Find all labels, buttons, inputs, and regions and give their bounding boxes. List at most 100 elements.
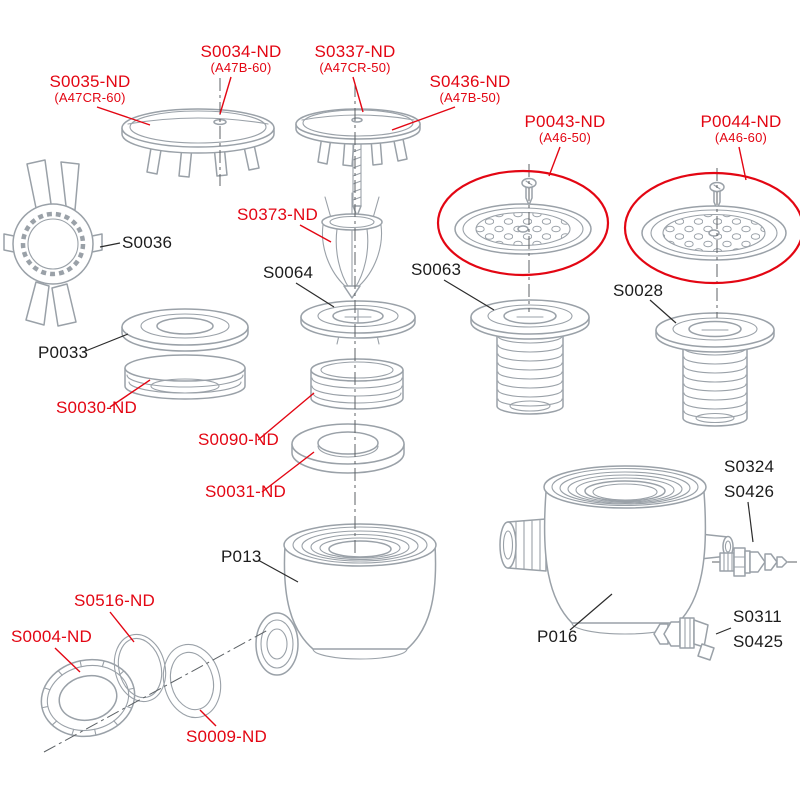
label-s0030: S0030-ND <box>56 398 137 417</box>
label-s0436-code: S0436-ND <box>429 72 511 91</box>
label-s0373-code: S0373-ND <box>237 205 318 224</box>
label-s0063-code: S0063 <box>411 260 462 279</box>
part-elbow-connector <box>653 617 715 661</box>
leader-s0004 <box>54 647 81 673</box>
label-s0004-code: S0004-ND <box>11 627 92 646</box>
label-p0044-code: P0044-ND <box>700 112 782 131</box>
leader-p013 <box>257 559 299 583</box>
leader-s0036 <box>99 242 121 248</box>
label-s0426-code: S0426 <box>724 482 775 501</box>
label-s0373: S0373-ND <box>237 205 318 224</box>
label-s0035-code: S0035-ND <box>49 72 131 91</box>
part-cover-cap-50 <box>295 108 421 217</box>
label-s0028: S0028 <box>613 281 663 300</box>
part-washer-s0031 <box>291 423 405 474</box>
part-strainer-basket <box>321 192 383 299</box>
label-s0031-code: S0031-ND <box>205 482 286 501</box>
label-p016: P016 <box>537 627 578 646</box>
leader-s0009 <box>199 709 217 727</box>
label-s0030-code: S0030-ND <box>56 398 137 417</box>
leader-p0043 <box>548 146 561 177</box>
label-s0063: S0063 <box>411 260 461 279</box>
leader-p0044 <box>738 146 747 181</box>
part-install-wrench <box>3 159 103 327</box>
leader-p0033 <box>82 333 129 353</box>
label-p0033-code: P0033 <box>38 343 89 362</box>
label-s0436: S0436-ND (A47B-50) <box>430 72 511 106</box>
leader-s0063 <box>443 279 495 311</box>
leader-lines <box>54 76 754 727</box>
part-locknut-s0090 <box>310 358 404 410</box>
center-axes <box>43 78 718 753</box>
highlight-ellipse-grate-50 <box>436 169 610 277</box>
label-s0009: S0009-ND <box>186 727 267 746</box>
part-body-p016 <box>499 465 734 635</box>
part-grate-50 <box>454 177 592 255</box>
label-s0031: S0031-ND <box>205 482 286 501</box>
leader-s0436 <box>391 106 456 131</box>
leader-s0337 <box>352 76 364 113</box>
part-hose-connector <box>712 547 798 577</box>
label-p0043-code: P0043-ND <box>524 112 606 131</box>
leader-s0031 <box>261 451 315 493</box>
label-s0426: S0426 <box>724 482 774 501</box>
label-s0004: S0004-ND <box>11 627 92 646</box>
label-s0035: S0035-ND (A47CR-60) <box>50 72 131 106</box>
label-s0337: S0337-ND (A47CR-50) <box>315 42 396 76</box>
part-cover-cap-60 <box>121 108 275 178</box>
label-s0064-code: S0064 <box>263 263 314 282</box>
label-s0425-code: S0425 <box>733 632 784 651</box>
label-s0036: S0036 <box>122 233 172 252</box>
leader-s0426 <box>747 501 754 543</box>
leader-s0064 <box>295 282 335 308</box>
part-flange-s0064 <box>300 300 416 345</box>
part-grate-60 <box>641 181 787 261</box>
label-p0044: P0044-ND (A46-60) <box>701 112 782 146</box>
label-s0311: S0311 <box>733 607 782 626</box>
label-s0324-code: S0324 <box>724 457 775 476</box>
part-flange-p0033-s0030 <box>121 308 249 400</box>
label-s0516: S0516-ND <box>74 591 155 610</box>
highlight-ellipse-grate-60 <box>623 171 800 285</box>
part-flange-s0063 <box>470 299 590 415</box>
label-s0090: S0090-ND <box>198 430 279 449</box>
label-p0043: P0043-ND (A46-50) <box>525 112 606 146</box>
leader-s0028 <box>649 299 677 324</box>
leader-s0090 <box>257 392 315 441</box>
leader-p016 <box>569 593 613 631</box>
label-s0036-code: S0036 <box>122 233 173 252</box>
label-s0311-code: S0311 <box>733 607 782 626</box>
label-s0425: S0425 <box>733 632 783 651</box>
label-p016-code: P016 <box>537 627 578 646</box>
label-p0044-variant: (A46-60) <box>714 130 768 146</box>
label-s0034-variant: (A47B-60) <box>210 60 272 76</box>
label-p013-code: P013 <box>221 547 262 566</box>
part-locknut-s0004 <box>40 658 136 738</box>
leader-s0035 <box>96 106 151 126</box>
label-s0034-code: S0034-ND <box>200 42 282 61</box>
label-p0033: P0033 <box>38 343 88 362</box>
label-s0035-variant: (A47CR-60) <box>54 90 126 106</box>
label-s0337-variant: (A47CR-50) <box>319 60 391 76</box>
label-s0028-code: S0028 <box>613 281 664 300</box>
label-s0324: S0324 <box>724 457 774 476</box>
leader-s0034 <box>219 76 232 115</box>
label-s0337-code: S0337-ND <box>314 42 396 61</box>
label-s0090-code: S0090-ND <box>198 430 279 449</box>
label-s0034: S0034-ND (A47B-60) <box>201 42 282 76</box>
part-gasket-s0009 <box>162 643 222 719</box>
leader-s0516 <box>109 611 135 643</box>
leader-s0030 <box>109 379 151 408</box>
label-s0516-code: S0516-ND <box>74 591 155 610</box>
part-body-p013 <box>255 523 437 676</box>
label-p0043-variant: (A46-50) <box>538 130 592 146</box>
leader-s0311 <box>715 627 732 635</box>
label-s0064: S0064 <box>263 263 313 282</box>
label-s0436-variant: (A47B-50) <box>439 90 501 106</box>
label-p013: P013 <box>221 547 262 566</box>
label-s0009-code: S0009-ND <box>186 727 267 746</box>
part-oring-s0516 <box>113 633 167 703</box>
leader-s0373 <box>299 224 332 243</box>
